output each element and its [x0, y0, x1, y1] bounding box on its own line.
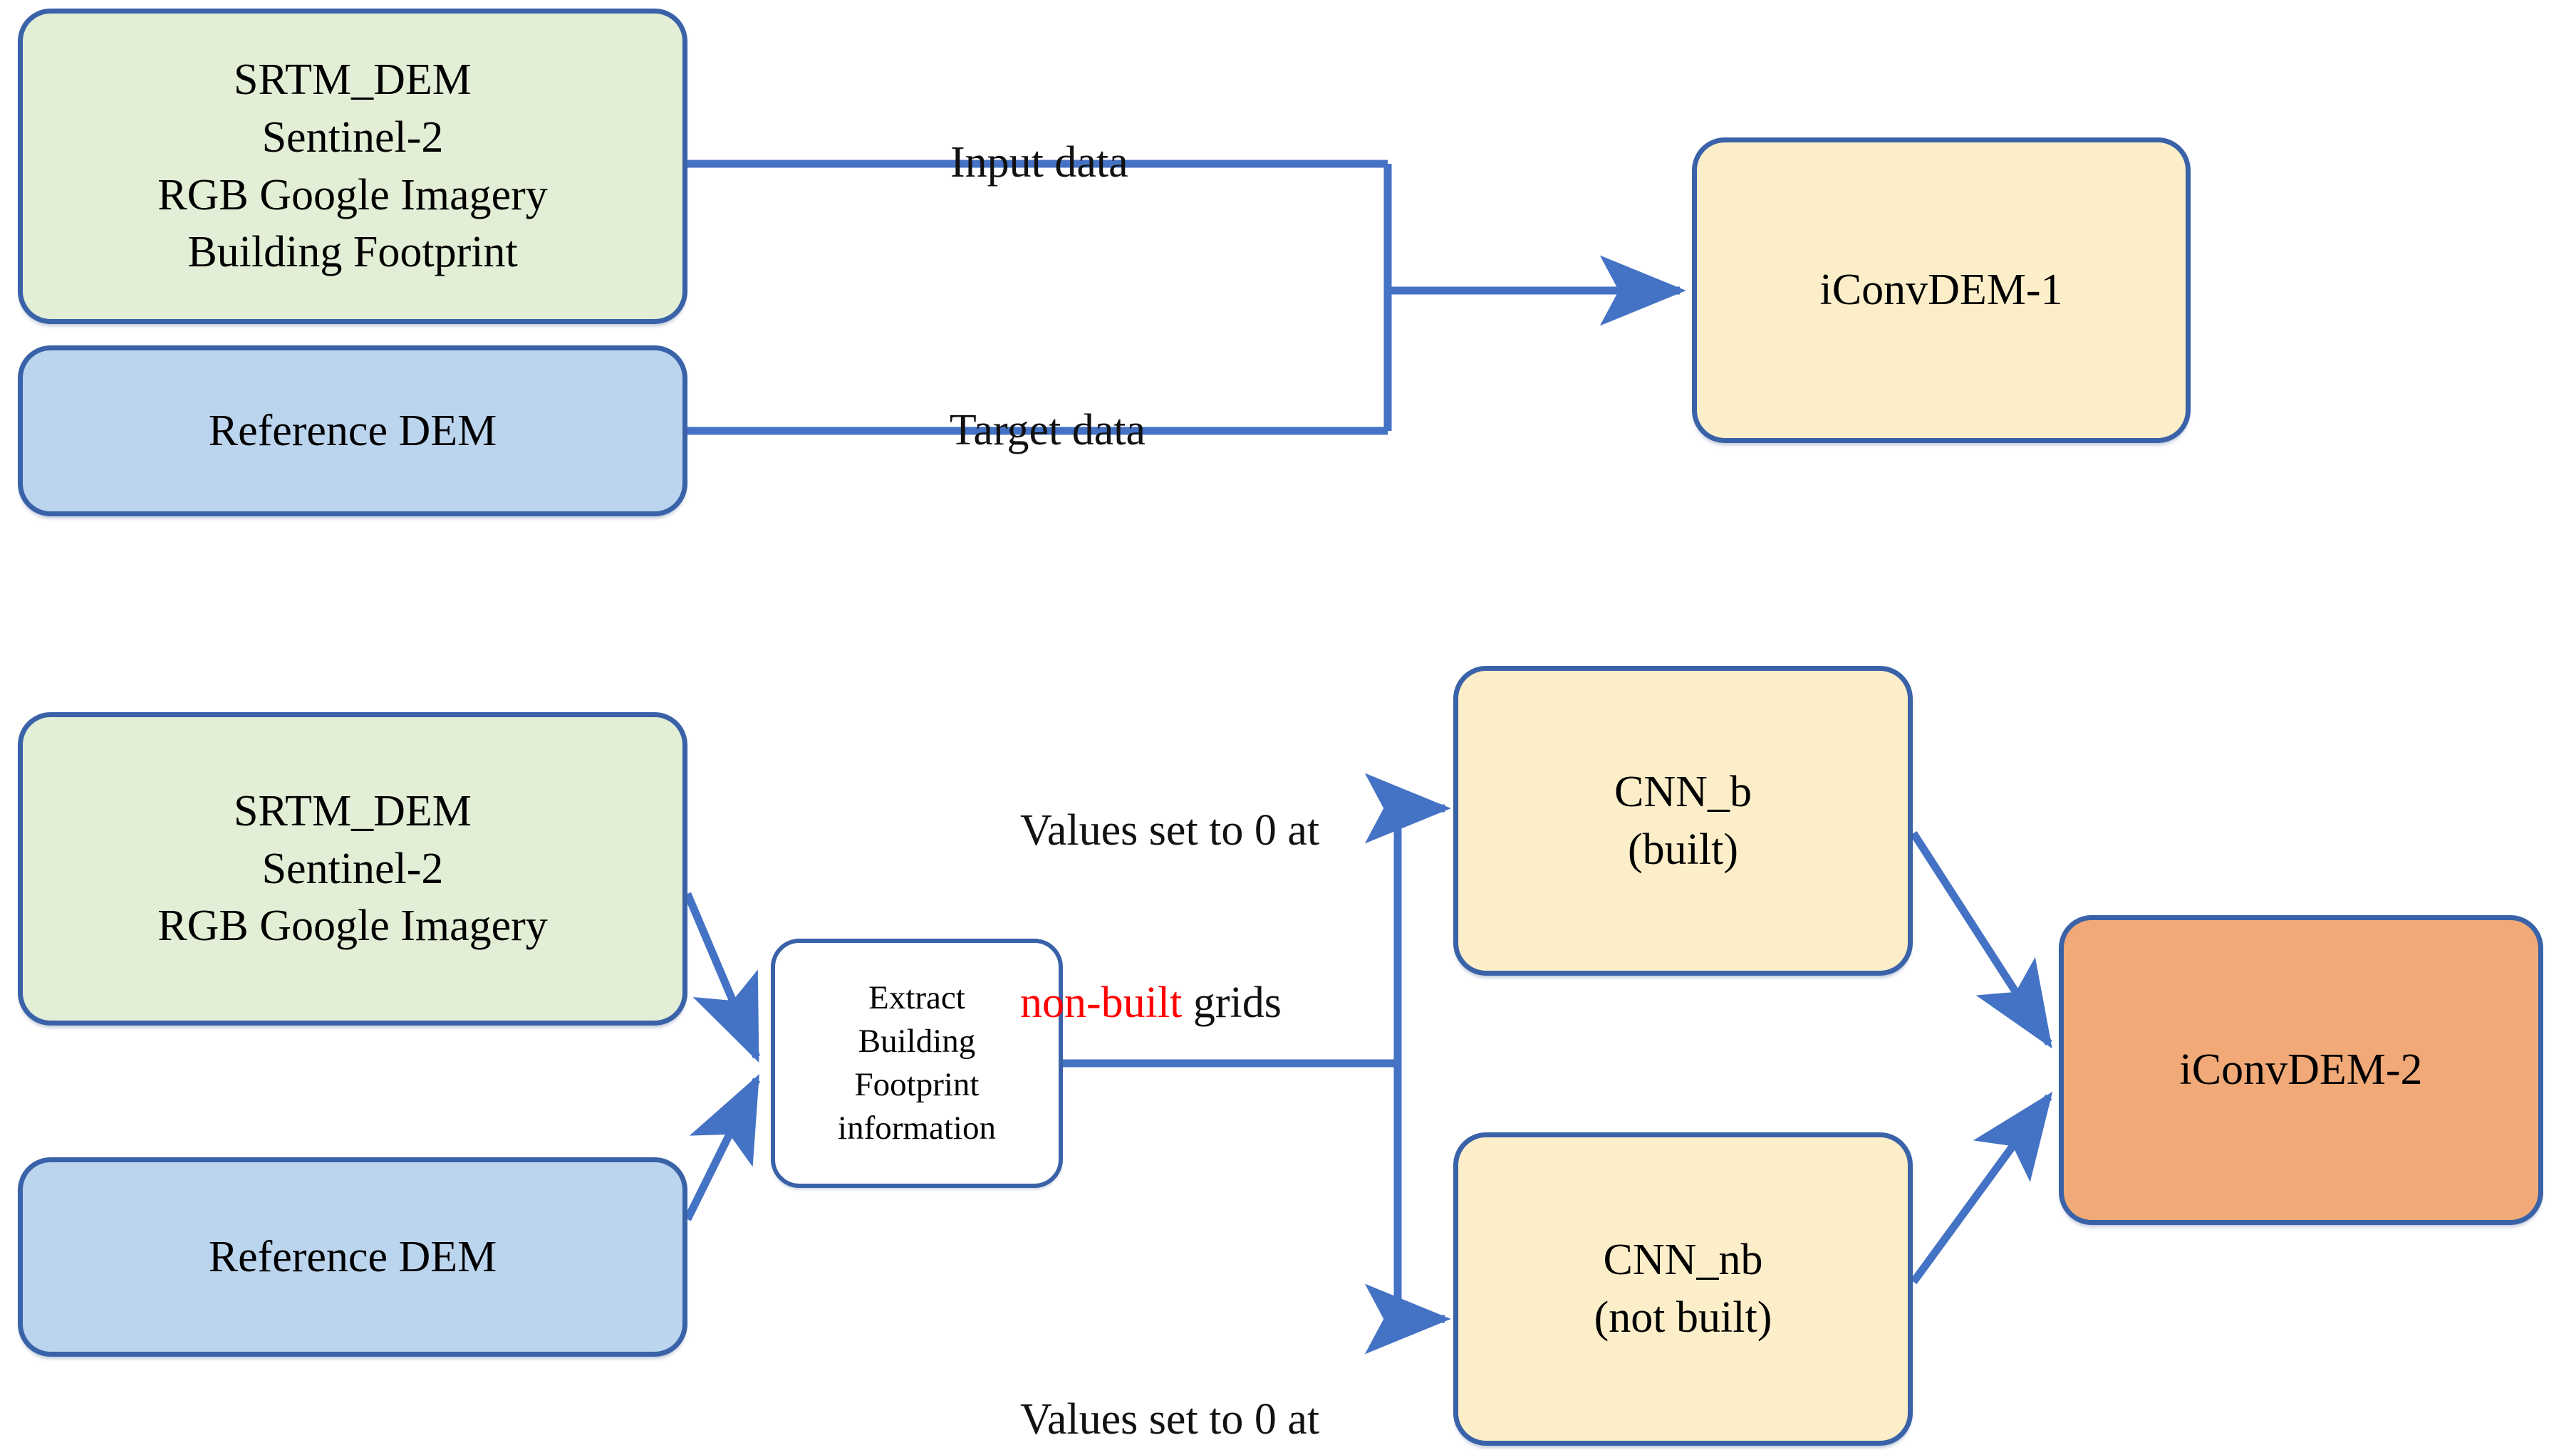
bottom-reference-dem-box[interactable]: Reference DEM: [18, 1157, 687, 1357]
cnn-not-built-line-2: (not built): [1594, 1293, 1772, 1342]
bottom-reference-dem-label: Reference DEM: [208, 1232, 497, 1281]
top-reference-dem-label: Reference DEM: [208, 406, 497, 455]
branch-label-non-built-line1: Values set to 0 at: [1020, 806, 1320, 855]
top-input-line-4: Building Footprint: [187, 228, 518, 277]
branch-label-non-built-suffix: grids: [1182, 978, 1282, 1027]
bottom-input-line-3: RGB Google Imagery: [157, 902, 548, 951]
extract-line-2: Building: [858, 1022, 976, 1060]
extract-building-footprint-box[interactable]: Extract Building Footprint information: [771, 939, 1063, 1188]
top-input-data-box[interactable]: SRTM_DEM Sentinel-2 RGB Google Imagery B…: [18, 9, 687, 324]
branch-label-non-built-line2: non-built grids: [1020, 974, 1319, 1032]
iconvdem1-label: iConvDEM-1: [1819, 266, 2063, 315]
top-input-line-2: Sentinel-2: [261, 113, 444, 162]
bottom-input-line-2: Sentinel-2: [261, 844, 444, 893]
cnn-built-line-1: CNN_b: [1614, 767, 1752, 816]
extract-line-1: Extract: [868, 979, 965, 1016]
extract-line-4: information: [838, 1110, 996, 1147]
branch-label-built-line1: Values set to 0 at: [1020, 1395, 1320, 1444]
wire-cnnb-to-iconvdem2: [1910, 831, 2052, 1049]
iconvdem1-box[interactable]: iConvDEM-1: [1692, 137, 2191, 443]
cnn-built-box[interactable]: CNN_b (built): [1453, 666, 1913, 976]
edge-label-target-data: Target data: [949, 406, 1146, 454]
bottom-input-line-1: SRTM_DEM: [234, 787, 472, 836]
top-input-line-3: RGB Google Imagery: [157, 170, 548, 219]
wire-input-to-extract: [683, 892, 761, 1063]
top-input-line-1: SRTM_DEM: [234, 56, 472, 105]
cnn-not-built-box[interactable]: CNN_nb (not built): [1453, 1132, 1913, 1446]
top-reference-dem-box[interactable]: Reference DEM: [18, 345, 687, 516]
iconvdem2-label: iConvDEM-2: [2179, 1045, 2423, 1095]
edge-label-input-data: Input data: [950, 138, 1128, 187]
bottom-input-data-box[interactable]: SRTM_DEM Sentinel-2 RGB Google Imagery: [18, 712, 687, 1026]
wire-cnnnb-to-iconvdem2: [1910, 1091, 2053, 1285]
extract-line-3: Footprint: [854, 1066, 980, 1103]
branch-label-built: Values set to 0 at built grids: [1020, 1276, 1319, 1450]
cnn-not-built-line-1: CNN_nb: [1603, 1236, 1763, 1285]
wire-reference-to-extract: [684, 1074, 760, 1221]
highlight-non-built: non-built: [1020, 978, 1183, 1027]
branch-label-non-built: Values set to 0 at non-built grids: [1020, 687, 1319, 1147]
iconvdem2-box[interactable]: iConvDEM-2: [2059, 915, 2543, 1225]
cnn-built-line-2: (built): [1628, 825, 1738, 874]
